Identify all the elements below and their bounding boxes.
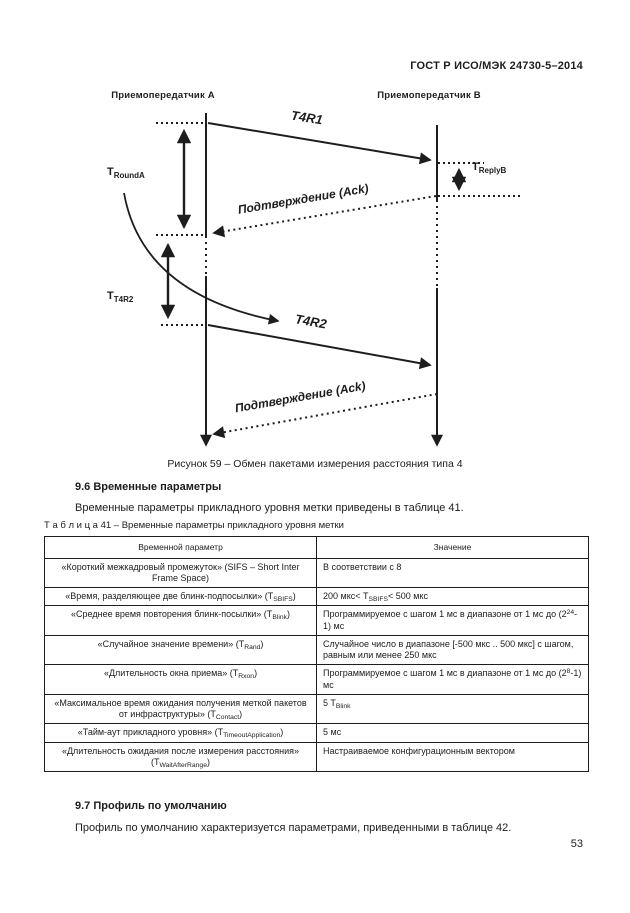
value-cell: Настраиваемое конфигурационным вектором (316, 741, 589, 773)
figure-59: Приемопередатчик А Приемопередатчик В T4… (0, 0, 630, 455)
parameter-cell: «Максимальное время ожидания получения м… (44, 693, 317, 725)
value-cell: 5 мс (316, 723, 589, 743)
table-row: «Время, разделяющее две блинк-подпосылки… (44, 587, 589, 607)
t-round-a-curve-leader (123, 192, 280, 325)
column-header-value: Значение (316, 536, 589, 559)
value-cell: Случайное число в диапазоне [-500 мкс ..… (316, 634, 589, 666)
section-9-7-paragraph: Профиль по умолчанию характеризуется пар… (75, 822, 512, 834)
value-cell: Программируемое с шагом 1 мс в диапазоне… (316, 605, 589, 636)
t-reply-b-label: TReplyB (472, 161, 507, 175)
section-9-6-paragraph: Временные параметры прикладного уровня м… (75, 502, 464, 514)
page-number: 53 (570, 838, 583, 850)
table-header-row: Временной параметр Значение (44, 536, 589, 559)
parameter-cell: «Тайм-аут прикладного уровня» (TTimeoutA… (44, 723, 317, 743)
table-row: «Длительность ожидания после измерения р… (44, 741, 589, 773)
transceiver-b-label: Приемопередатчик В (377, 90, 481, 101)
table-row: «Среднее время повторения блинк-посылки»… (44, 605, 589, 636)
t4r2-arrow (207, 324, 432, 370)
parameter-cell: «Случайное значение времени» (TRand) (44, 634, 317, 666)
transceiver-a-label: Приемопередатчик А (111, 90, 215, 101)
section-9-7-heading: 9.7 Профиль по умолчанию (75, 800, 227, 812)
table-row: «Максимальное время ожидания получения м… (44, 693, 589, 725)
ack2-arrow (212, 393, 438, 439)
t4r1-arrow (207, 122, 432, 165)
table-row: «Случайное значение времени» (TRand) Слу… (44, 634, 589, 666)
figure-59-diagram (123, 113, 523, 447)
parameter-cell: «Длительность окна приема» (TRxon) (44, 664, 317, 695)
figure-caption: Рисунок 59 – Обмен пакетами измерения ра… (167, 458, 463, 470)
table-row: «Тайм-аут прикладного уровня» (TTimeoutA… (44, 723, 589, 743)
document-header: ГОСТ Р ИСО/МЭК 24730-5–2014 (410, 60, 583, 72)
t-t4r2-label: TT4R2 (107, 290, 134, 304)
ack1-arrow (212, 195, 437, 238)
table-41: Временной параметр Значение «Короткий ме… (44, 536, 589, 773)
table-41-label: Т а б л и ц а 41 – Временные параметры п… (44, 520, 344, 531)
value-cell: 5 TBlink (316, 693, 589, 725)
section-9-6-heading: 9.6 Временные параметры (75, 481, 222, 493)
table-row: «Длительность окна приема» (TRxon) Прогр… (44, 664, 589, 695)
parameter-cell: «Время, разделяющее две блинк-подпосылки… (44, 587, 317, 607)
value-cell: Программируемое с шагом 1 мс в диапазоне… (316, 664, 589, 695)
t-round-a-label: TRoundA (107, 166, 145, 180)
value-cell: В соответствии с 8 (316, 557, 589, 589)
parameter-cell: «Длительность ожидания после измерения р… (44, 741, 317, 773)
table-row: «Короткий межкадровый промежуток» (SIFS … (44, 557, 589, 589)
parameter-cell: «Среднее время повторения блинк-посылки»… (44, 605, 317, 636)
column-header-parameter: Временной параметр (44, 536, 317, 559)
value-cell: 200 мкс< TSBIFS< 500 мкс (316, 587, 589, 607)
parameter-cell: «Короткий межкадровый промежуток» (SIFS … (44, 557, 317, 589)
